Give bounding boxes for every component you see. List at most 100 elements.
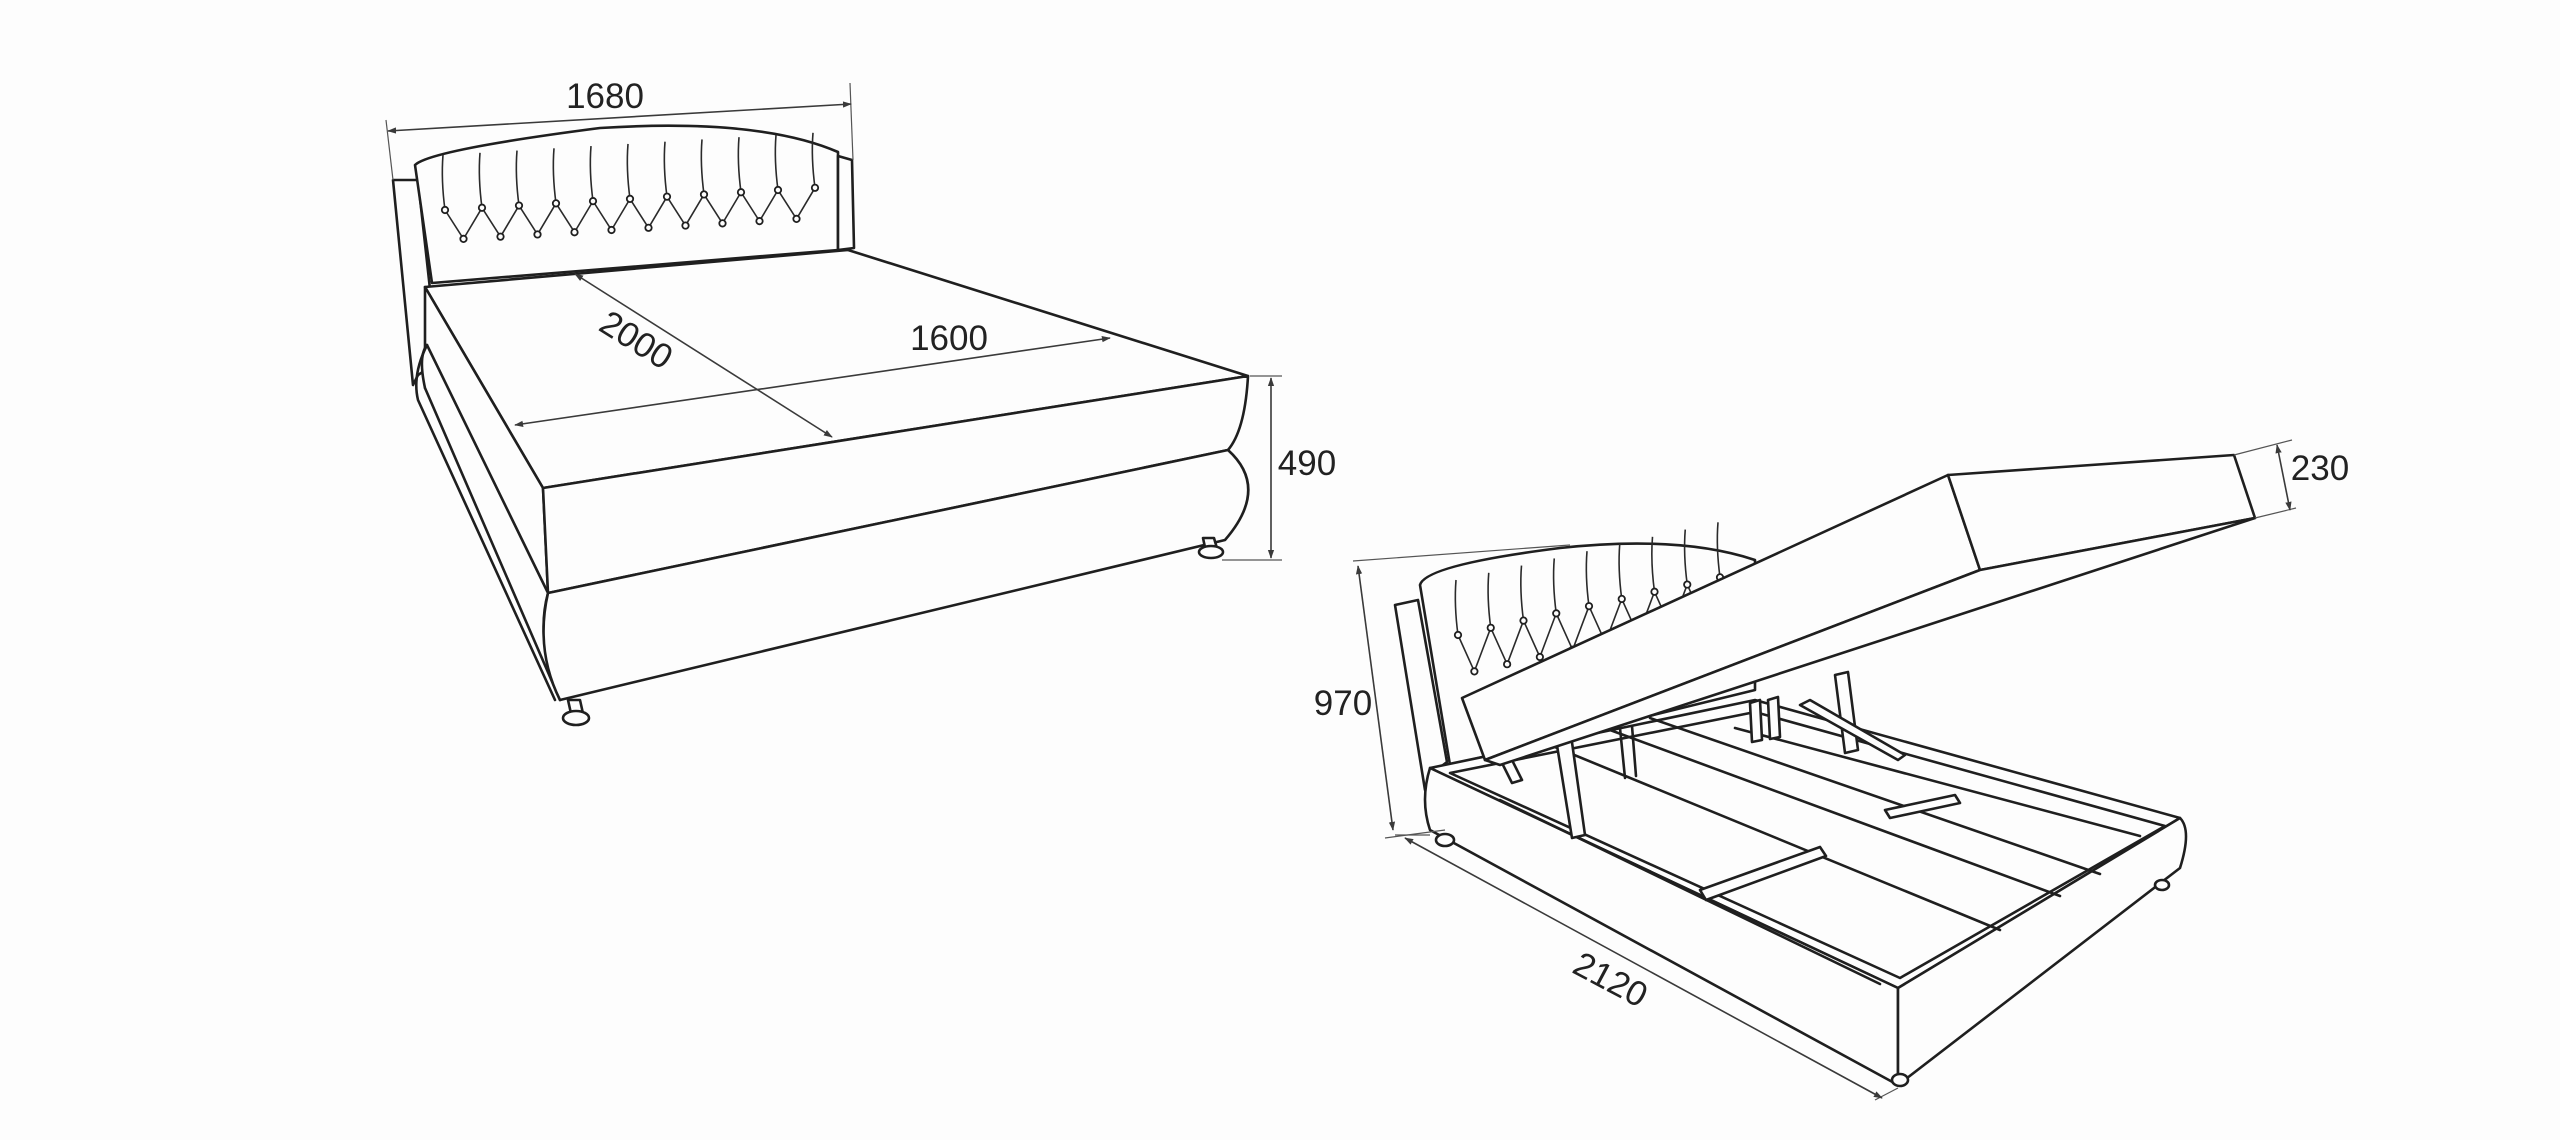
tufting-button bbox=[1683, 580, 1692, 589]
tufting-seam bbox=[1522, 620, 1541, 658]
tufting-button bbox=[773, 185, 783, 195]
slat bbox=[1883, 793, 1962, 820]
tufting-button bbox=[1584, 602, 1594, 611]
dimension-label-2120: 2120 bbox=[1567, 944, 1654, 1015]
bed-base bbox=[415, 343, 1250, 702]
tufting-button bbox=[607, 225, 616, 235]
tufting-seam bbox=[1571, 605, 1590, 651]
dimension-label-1600: 1600 bbox=[910, 319, 988, 358]
tufting-button bbox=[1453, 630, 1463, 640]
tufting-button bbox=[625, 194, 635, 203]
tufting-button bbox=[1503, 660, 1512, 669]
lifted-mattress-base bbox=[1460, 453, 2257, 767]
tufting-button bbox=[681, 221, 690, 230]
tufting-button bbox=[1617, 594, 1626, 604]
dimension-lid-thickness: 230 bbox=[2233, 439, 2349, 519]
tufting-pleat bbox=[552, 148, 557, 204]
tufting-pleat bbox=[737, 137, 742, 193]
tufting-seam bbox=[777, 189, 798, 220]
dimension-label-970: 970 bbox=[1314, 684, 1372, 723]
tufting-seam bbox=[647, 196, 668, 229]
tufting-pleat bbox=[663, 141, 668, 197]
tufting-button bbox=[588, 197, 598, 206]
tufting-button bbox=[570, 228, 579, 237]
tufting-pleat bbox=[1585, 551, 1590, 607]
tufting-pleat bbox=[1520, 565, 1525, 621]
bed-foot bbox=[561, 698, 591, 727]
tufting-seam bbox=[1457, 634, 1476, 672]
storage-box bbox=[1423, 698, 2188, 1087]
tufting-seam bbox=[1555, 613, 1574, 651]
tufting-seam bbox=[610, 198, 631, 231]
bed-foot bbox=[1197, 536, 1225, 560]
tufting-seam bbox=[573, 200, 594, 233]
tufting-seam bbox=[592, 200, 613, 231]
tufting-button bbox=[1535, 652, 1544, 662]
tufting-pleat bbox=[1618, 543, 1623, 600]
tufting-button bbox=[496, 232, 505, 241]
tufting-pleat bbox=[441, 154, 446, 211]
bed-closed-figure: 1680 2000 1600 490 bbox=[385, 77, 1336, 727]
tufting-button bbox=[1470, 667, 1479, 676]
tufting-seam bbox=[684, 194, 705, 226]
tufting-pleat bbox=[1487, 572, 1492, 628]
tufting-seam bbox=[666, 196, 687, 227]
bed-foot bbox=[1890, 1072, 1910, 1088]
bed-foot bbox=[1434, 832, 1456, 848]
dimension-headboard-width: 1680 bbox=[385, 77, 854, 181]
tufting-button bbox=[1552, 609, 1561, 618]
tufting-seam bbox=[703, 194, 724, 224]
tufting-seam bbox=[1539, 613, 1557, 658]
tufting-button bbox=[514, 201, 524, 210]
tufting-pleat bbox=[1552, 558, 1558, 614]
tufting-button bbox=[718, 219, 727, 228]
dimension-label-230: 230 bbox=[2291, 449, 2349, 488]
tufting-button bbox=[1519, 616, 1528, 625]
tufting-button bbox=[699, 190, 709, 199]
tufting-seam bbox=[444, 209, 465, 240]
tufting-button bbox=[1650, 587, 1659, 596]
tufting-button bbox=[477, 203, 487, 212]
tufting-button bbox=[551, 199, 561, 208]
tufting-button bbox=[459, 234, 468, 243]
tufting-button bbox=[533, 230, 542, 239]
tufting-seam bbox=[629, 198, 650, 229]
tufting-seam bbox=[721, 191, 742, 224]
tufting-pleat bbox=[589, 146, 594, 202]
tufting-seam bbox=[758, 189, 779, 222]
headboard-tufting bbox=[440, 132, 820, 243]
tufting-seam bbox=[1490, 627, 1508, 665]
tufting-seam bbox=[1473, 627, 1492, 672]
tufting-pleat bbox=[515, 150, 520, 206]
tufting-seam bbox=[462, 207, 483, 240]
tufting-seam bbox=[1506, 620, 1525, 665]
tufting-pleat bbox=[774, 134, 779, 191]
tufting-pleat bbox=[1716, 522, 1721, 578]
dimension-label-490: 490 bbox=[1278, 444, 1336, 483]
dimension-label-1680: 1680 bbox=[566, 77, 644, 116]
tufting-seam bbox=[740, 191, 761, 222]
headboard bbox=[413, 124, 856, 285]
tufting-pleat bbox=[1683, 529, 1689, 585]
tufting-button bbox=[644, 223, 653, 232]
tufting-pleat bbox=[700, 139, 705, 195]
bed-open-figure: 230 970 2120 bbox=[1314, 439, 2349, 1101]
tufting-button bbox=[736, 188, 746, 197]
bed-foot bbox=[2153, 878, 2171, 892]
tufting-seam bbox=[518, 205, 539, 235]
tufting-seam bbox=[795, 187, 816, 220]
tufting-button bbox=[755, 217, 764, 226]
tufting-pleat bbox=[1651, 536, 1656, 592]
tufting-button bbox=[1486, 623, 1495, 632]
dimension-mattress-width: 1600 bbox=[514, 319, 1111, 427]
dimension-headboard-height: 970 bbox=[1314, 544, 1571, 839]
tufting-seam bbox=[481, 207, 502, 238]
tufting-pleat bbox=[626, 143, 631, 200]
tufting-pleat bbox=[478, 152, 483, 208]
tufting-button bbox=[792, 214, 801, 224]
tufting-seam bbox=[536, 202, 557, 235]
tufting-button bbox=[662, 192, 672, 201]
tufting-button bbox=[810, 183, 820, 192]
tufting-seam bbox=[555, 202, 576, 233]
